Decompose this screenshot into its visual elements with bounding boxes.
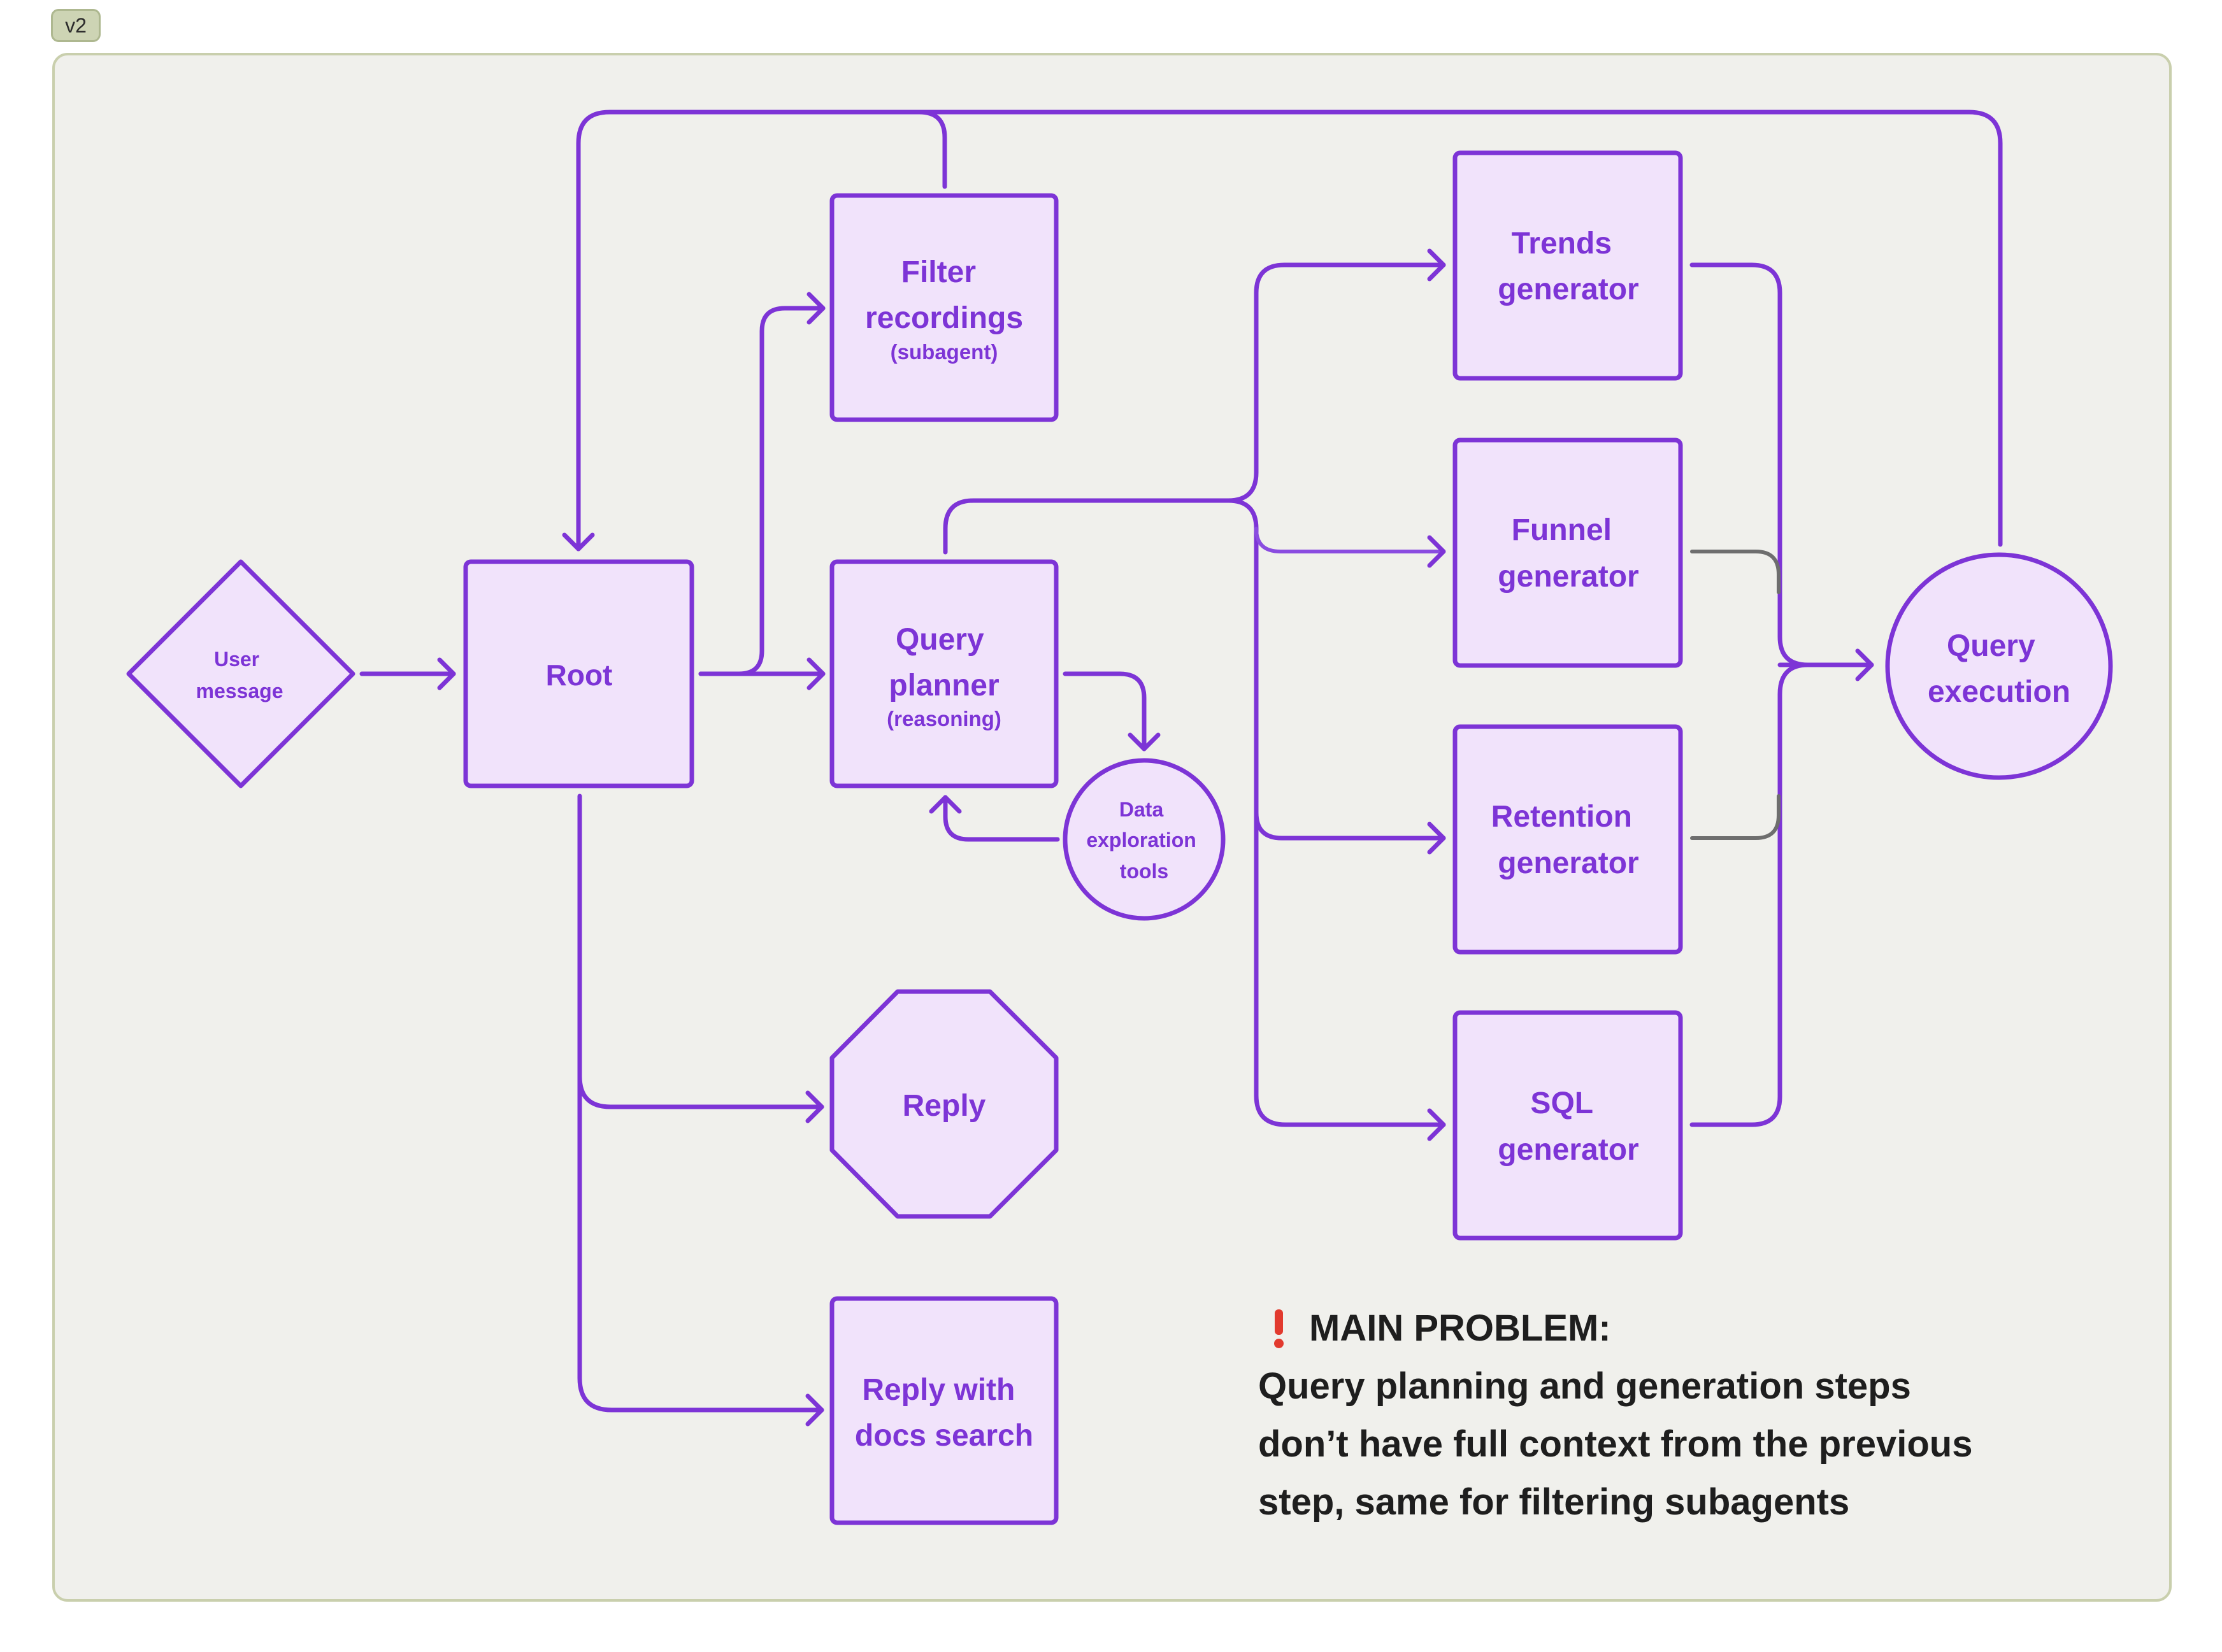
reply-docs-node: [829, 1296, 1059, 1525]
note-heading: MAIN PROBLEM:: [1309, 1307, 1611, 1349]
line-planner-up: [943, 498, 1231, 555]
arrow-to-retention: [1254, 810, 1446, 841]
funnel-generator-label: Funnel generator: [1498, 513, 1638, 594]
line-trends-to-exec: [1689, 262, 1810, 667]
reply-label: Reply: [903, 1089, 986, 1123]
query-planner-label: Query planner: [889, 623, 999, 702]
data-exploration-tools-node: [1063, 758, 1226, 921]
filter-recordings-label: Filter recordings: [865, 255, 1023, 335]
query-execution-label: Query execution: [1928, 629, 2070, 709]
user-message-label: User message: [196, 648, 283, 702]
note-line-1: Query planning and generation steps: [1258, 1365, 1911, 1407]
arrowhead: [805, 1090, 824, 1123]
arrowhead: [929, 795, 962, 814]
query-planner-node: [829, 559, 1059, 788]
trends-generator-node: [1452, 150, 1683, 381]
arrow-root-to-docs: [577, 1074, 824, 1413]
arrowhead: [805, 1393, 824, 1427]
arrowhead: [806, 657, 826, 690]
arrow-root-to-reply: [577, 794, 824, 1109]
note-line-2: don’t have full context from the previou…: [1258, 1423, 1973, 1465]
filter-subagent-label: (subagent): [891, 340, 998, 364]
retention-generator-label: Retention generator: [1491, 800, 1641, 880]
line-filter-to-top: [917, 110, 947, 189]
arrow-root-to-filter: [698, 306, 826, 676]
arrowhead: [1427, 1108, 1446, 1141]
sql-generator-label: SQL generator: [1498, 1086, 1638, 1167]
note-heading-row: MAIN PROBLEM:: [1258, 1299, 2086, 1357]
reply-octagon: [829, 989, 1059, 1219]
query-execution-node: [1885, 552, 2113, 780]
retention-generator-node: [1452, 724, 1683, 955]
arrow-feedback-to-root: [576, 110, 2003, 552]
arrowhead: [1427, 535, 1446, 568]
arrowhead: [1128, 732, 1161, 751]
planner-reasoning-label: (reasoning): [887, 707, 1001, 730]
trends-generator-label: Trends generator: [1498, 227, 1638, 306]
arrowhead: [437, 657, 456, 690]
filter-recordings-node: [829, 193, 1059, 422]
arrow-to-trends: [1226, 262, 1446, 503]
arrowhead: [1427, 822, 1446, 855]
version-badge: v2: [51, 9, 101, 42]
funnel-generator-node: [1452, 438, 1683, 668]
reply-docs-label: Reply with docs search: [855, 1373, 1033, 1453]
main-problem-note: MAIN PROBLEM: Query planning and generat…: [1258, 1299, 2086, 1531]
arrowhead: [1855, 648, 1874, 681]
line-funnel-to-exec: [1690, 550, 1781, 594]
line-sql-to-exec: [1689, 662, 1810, 1127]
line-trunk-down: [1226, 498, 1446, 1127]
root-label: Root: [546, 659, 613, 692]
line-retention-to-exec: [1690, 794, 1781, 840]
arrowhead: [1427, 248, 1446, 281]
user-message-diamond: [126, 559, 355, 788]
arrow-to-funnel: [1254, 527, 1445, 553]
sql-generator-node: [1452, 1010, 1683, 1241]
arrowhead: [562, 532, 595, 552]
arrow-tools-to-planner: [943, 795, 1060, 842]
note-line-3: step, same for filtering subagents: [1258, 1481, 1850, 1523]
exclamation-icon: [1272, 1309, 1285, 1348]
arrowhead: [806, 292, 826, 325]
data-exploration-tools-label: Data exploration tools: [1086, 798, 1201, 883]
arrow-planner-to-tools: [1063, 671, 1147, 751]
root-node: [463, 559, 694, 788]
